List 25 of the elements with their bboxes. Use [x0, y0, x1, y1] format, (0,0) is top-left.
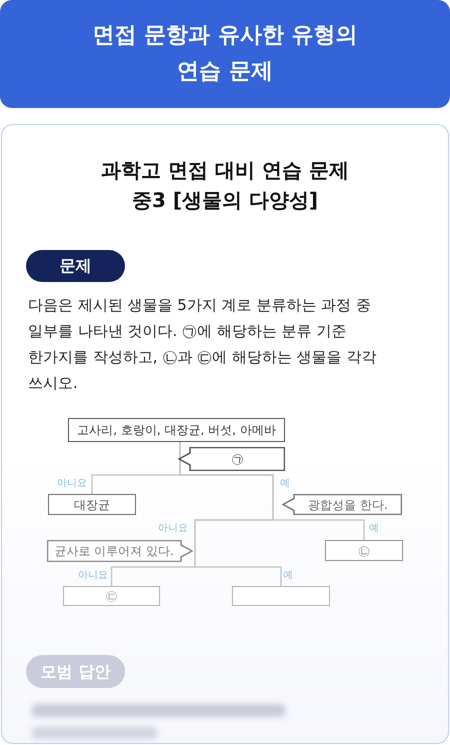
banner-title: 면접 문항과 유사한 유형의 연습 문제 [92, 22, 358, 86]
question-pill: 문제 [26, 250, 125, 282]
box-label: 고사리, 호랑이, 대장균, 버섯, 아메바 [77, 423, 276, 437]
card-heading: 과학고 면접 대비 연습 문제 중3 [생물의 다양성] [100, 157, 350, 214]
box-label: 대장균 [74, 498, 110, 512]
branch-label: 아니요 [57, 478, 87, 490]
result-box [325, 540, 403, 561]
criterion-callout [178, 447, 285, 471]
box-label: ㉠ [232, 452, 244, 466]
branch-label: 예 [283, 570, 293, 582]
criterion-callout [282, 494, 402, 515]
branch-label: 아니요 [158, 523, 188, 535]
box-label: ㉡ [358, 544, 370, 558]
box-label: 균사로 이루어져 있다. [54, 544, 174, 558]
branch-label: 예 [369, 523, 379, 535]
branch-label: 예 [280, 478, 290, 490]
empty-box [232, 586, 330, 606]
group-box [68, 418, 285, 442]
result-box [63, 586, 160, 606]
result-box [48, 494, 136, 515]
box-label: ㉢ [106, 589, 118, 603]
criterion-callout [47, 540, 193, 562]
branch-label: 아니요 [78, 570, 108, 582]
box-label: 광합성을 한다. [308, 498, 388, 512]
question-text: 다음은 제시된 생물을 5가지 계로 분류하는 과정 중 일부를 나타낸 것이다. ㉠에 해당하는 분류 기준 한가지를 작성하고, ㉡과 ㉢에 해당하는 생물을 각각 쓰시오. [28, 295, 378, 394]
